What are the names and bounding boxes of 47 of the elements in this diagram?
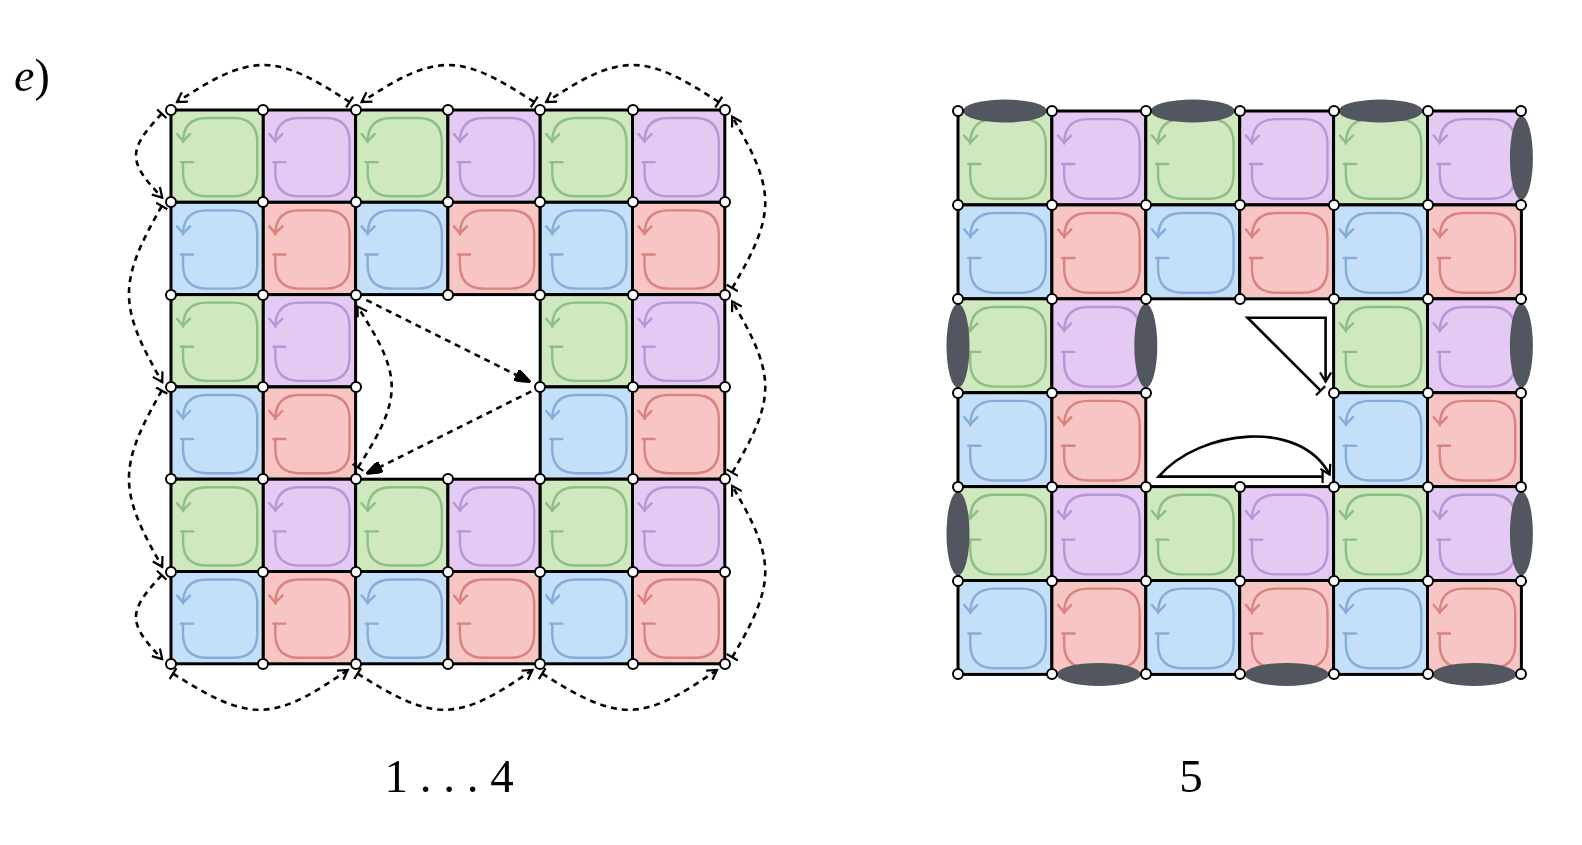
lattice-vertex (349, 104, 362, 116)
panel-label: e) (14, 53, 50, 99)
dashed-arrow (353, 666, 534, 712)
panel-caption: 5 (1179, 753, 1203, 800)
lattice-vertex (952, 480, 964, 493)
arrow (1244, 316, 1333, 397)
panel-caption: 1 . . . 4 (384, 753, 514, 800)
dashed-arrow (351, 305, 393, 472)
dashed-arrow (134, 569, 168, 661)
lattice-vertex (952, 105, 964, 117)
lattice-vertex (952, 198, 964, 211)
lattice-vertex (534, 380, 547, 393)
lattice-vertex (257, 104, 270, 116)
lattice-vertex (165, 473, 177, 486)
lattice-vertex (1327, 386, 1340, 399)
dashed-arrow (725, 484, 767, 662)
dashed-arrow (168, 666, 349, 712)
dashed-arrow (360, 63, 539, 109)
lattice-vertex (165, 104, 177, 116)
lattice-vertex (1139, 105, 1152, 117)
lattice-vertex (534, 104, 547, 116)
dashed-arrow (175, 63, 355, 109)
lattice-vertex (1233, 480, 1246, 493)
dashed-arrow (134, 108, 168, 199)
arrow (1157, 435, 1331, 485)
lattice-vertex (165, 288, 177, 301)
dashed-arrow (127, 201, 169, 384)
lattice-vertex (441, 473, 454, 486)
lattice-vertex (165, 657, 177, 670)
lattice-vertex (1327, 105, 1340, 117)
dashed-arrow (545, 63, 724, 109)
dashed-arrow (365, 298, 532, 384)
lattice-vertex (441, 104, 454, 116)
lattice-vertex (534, 473, 547, 486)
lattice-vertex (165, 380, 177, 393)
lattice-vertex (1515, 668, 1528, 681)
lattice-vertex (626, 104, 639, 116)
lattice-vertex (165, 196, 177, 209)
dashed-arrow (537, 666, 719, 712)
lattice-vertex (952, 292, 964, 305)
dashed-arrow (127, 386, 169, 568)
lattice-vertex (952, 668, 964, 681)
dashed-arrow (365, 390, 532, 476)
lattice-vertex (1515, 105, 1528, 117)
dashed-arrow (725, 115, 767, 293)
dashed-arrow (725, 300, 767, 477)
lattice-vertex (165, 565, 177, 578)
